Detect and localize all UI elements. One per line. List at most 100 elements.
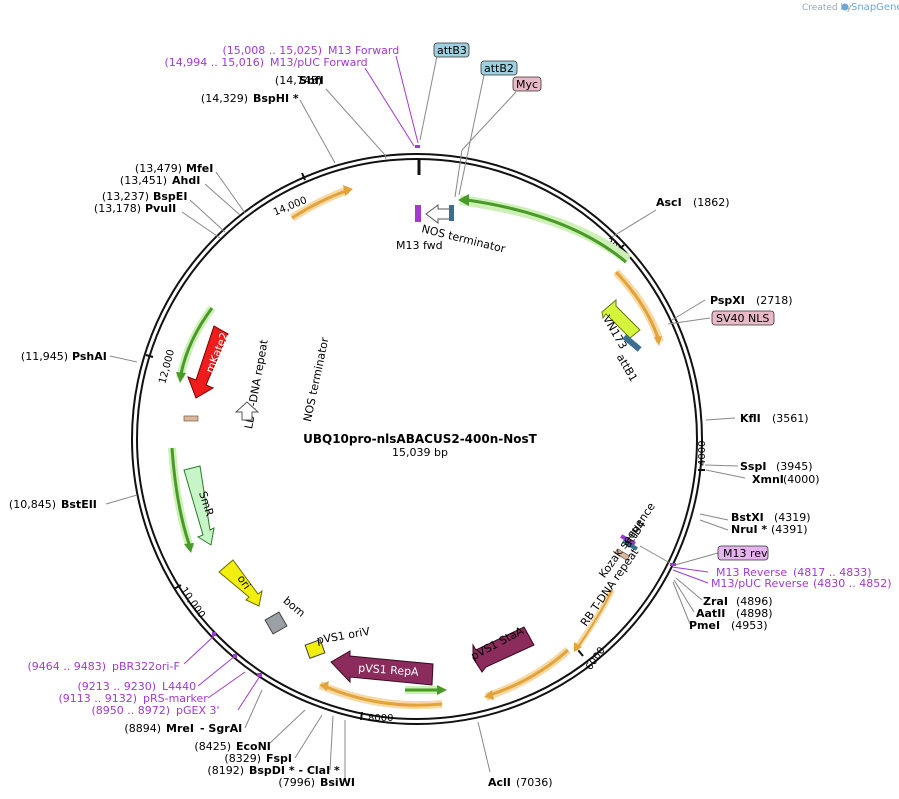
nos-terminator-left-arrow (234, 401, 260, 421)
leader-lines (105, 55, 746, 782)
site-pos-nrui: (4391) (771, 523, 808, 536)
bom-box (264, 611, 288, 635)
orange-arrow-14000 (291, 189, 347, 220)
site-pos-pmei: (4953) (731, 619, 768, 632)
primer-site-markers (212, 563, 676, 677)
primer-m13-reverse: M13 Reverse (716, 566, 787, 579)
primer-pos-prs-marker: (9113 .. 9132) (58, 692, 137, 705)
backbone-inner (136, 158, 698, 720)
site-pos-bspdi: (8192) (207, 764, 244, 777)
site-sgrai: - SgrAI (200, 722, 242, 735)
m13-fwd-bar (415, 205, 421, 222)
tick-12000: 12,000 (157, 348, 177, 385)
attb4-small (622, 539, 638, 551)
site-fspi: FspI (266, 752, 292, 765)
label-attb3: attB3 (437, 44, 467, 57)
site-bsphi: BspHI * (253, 92, 299, 105)
label-sv40-nls: SV40 NLS (716, 312, 769, 325)
site-pmei: PmeI (689, 619, 720, 632)
site-pos-bsteii: (10,845) (9, 498, 56, 511)
sv40-nls-box (711, 310, 775, 326)
site-pos-bstxi: (4319) (774, 511, 811, 524)
feature-pvs1-repa: pVS1 RepA (358, 661, 420, 678)
smr-arrow (183, 465, 215, 546)
site-asci: AscI (656, 196, 682, 209)
m13-rev-box (717, 545, 769, 561)
attb3-box (433, 42, 470, 58)
primer-pos-l4440: (9213 .. 9230) (77, 680, 156, 693)
ori-arrow (218, 559, 263, 607)
site-pos-bspei: (13,237) (102, 190, 149, 203)
primer-pos-m13-forward: (15,008 .. 15,025) (222, 44, 322, 57)
primer-pos-pbr322ori-f: (9464 .. 9483) (27, 660, 106, 673)
site-pos-mrei: (8894) (124, 722, 161, 735)
site-pos-zrai: (4896) (736, 595, 773, 608)
mkate2-arrow (187, 325, 229, 399)
site-pos-pspxi: (2718) (756, 294, 793, 307)
attb2-small (449, 205, 454, 221)
site-pos-sspi: (3945) (776, 460, 813, 473)
site-pvuii: PvuII (145, 202, 176, 215)
site-mfei: MfeI (186, 162, 213, 175)
primer-pos-m13puc-forward: (14,994 .. 15,016) (164, 56, 264, 69)
feature-attb1: attB1 (614, 352, 640, 384)
site-xmni: XmnI (752, 473, 784, 486)
svg-text:(14,745): (14,745) (275, 74, 322, 87)
feature-pvs1-oriv: pVS1 oriV (316, 625, 372, 647)
site-pos-bsiwi: (7996) (278, 776, 315, 789)
green-arrow-top (466, 198, 627, 264)
marker-m13-fwd-site (415, 145, 420, 148)
site-pos-bsphi: (14,329) (201, 92, 248, 105)
primer-pbr322ori-f: pBR322ori-F (112, 660, 180, 673)
site-bstxi: BstXI (731, 511, 764, 524)
site-kfli: KflI (740, 412, 761, 425)
site-bsteii: BstEII (61, 498, 97, 511)
vn173-arrow (601, 298, 641, 339)
brand-name: SnapGene (851, 2, 899, 13)
primer-m13puc-reverse: M13/pUC Reverse (711, 577, 809, 590)
site-acli: AclI (488, 776, 511, 789)
site-aatii: AatII (696, 607, 725, 620)
primer-prs-marker: pRS-marker (143, 692, 208, 705)
backbone-outer (131, 153, 703, 725)
attb2-box (480, 60, 518, 76)
site-bspdi-clai: BspDI * - ClaI * (249, 764, 340, 777)
nos-terminator-top-arrow (425, 204, 453, 224)
label-myc: Myc (516, 78, 538, 91)
site-bspei: BspEI (153, 190, 187, 203)
site-zrai: ZraI (703, 595, 728, 608)
site-econi: EcoNI (236, 740, 271, 753)
brand-created-by: Created by (802, 3, 852, 13)
pvs1-repa-arrow (330, 650, 434, 686)
site-pshai: PshAI (72, 350, 107, 363)
primer-pgex3: pGEX 3' (176, 704, 220, 717)
green-arrow-left-mid (170, 447, 191, 545)
feature-m13-fwd: M13 fwd (396, 239, 443, 252)
site-pos-pshai: (11,945) (21, 350, 68, 363)
tick-6000: 6000 (584, 645, 608, 672)
orange-arrow-bottom (323, 684, 443, 707)
snapgene-logo-icon (841, 3, 849, 11)
tick-4000: 4000 (697, 441, 708, 466)
orange-arrow-6000 (489, 648, 570, 697)
primer-m13-forward: M13 Forward (328, 44, 399, 57)
primer-pos-pgex3: (8950 .. 8972) (91, 704, 170, 717)
site-pos-xmni: (4000) (783, 473, 820, 486)
tick-8000: 8000 (368, 713, 393, 724)
attb1-small (622, 334, 642, 352)
lb-tdna-repeat-box (183, 415, 199, 422)
site-pos-aatii: (4898) (736, 607, 773, 620)
orange-arrow-2000 (614, 270, 660, 339)
site-bsiwi: BsiWI (320, 776, 355, 789)
site-pos-sbfi: (14,745) (275, 74, 322, 87)
rb-tdna-repeat-box (614, 548, 631, 561)
green-arrow-left-top (179, 307, 214, 375)
label-attb2: attB2 (484, 62, 514, 75)
plasmid-name: UBQ10pro-nlsABACUS2-400n-NosT (303, 432, 538, 446)
orange-arrow-right-lower (577, 589, 613, 648)
site-pos-pvuii: (13,178) (94, 202, 141, 215)
site-mrei: MreI (166, 722, 194, 735)
primer-pos-m13puc-reverse: (4830 .. 4852) (813, 577, 892, 590)
feature-bom: bom (281, 594, 308, 620)
